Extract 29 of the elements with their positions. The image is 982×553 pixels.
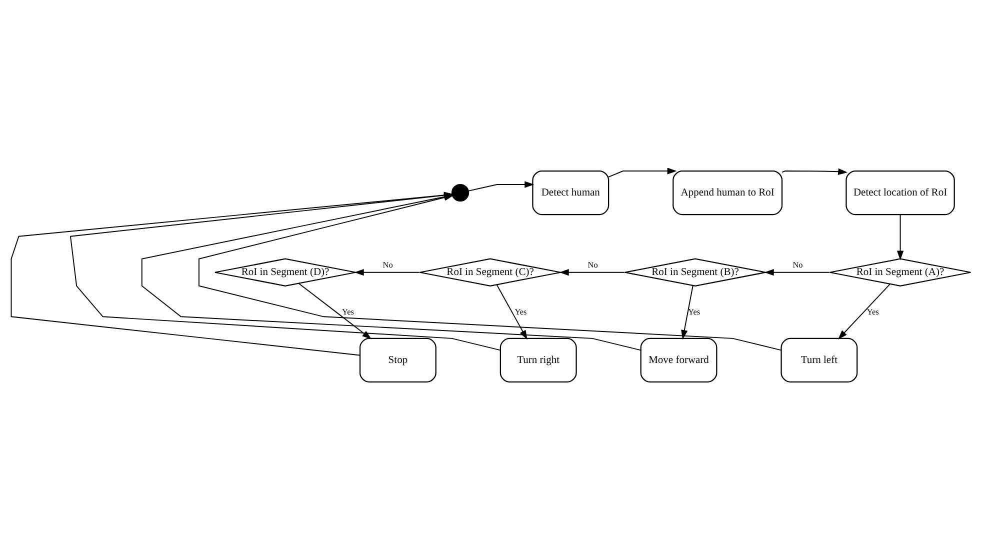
node-box: Stop [359, 338, 436, 383]
edge-label: Yes [342, 307, 354, 316]
arrow [298, 282, 372, 340]
arrow [838, 284, 890, 340]
edge-label: Yes [688, 307, 700, 316]
edge-label: Yes [866, 307, 879, 316]
node-diamond: RoI in Segment (D)? [214, 258, 356, 286]
edge-label: No [792, 260, 803, 270]
node-circle [451, 184, 470, 202]
edge-label: No [588, 260, 598, 270]
node-box: Turn right [500, 338, 577, 383]
edge-label: No [382, 260, 393, 270]
node-box: Append human to RoI [672, 170, 783, 216]
arrow [468, 181, 534, 192]
arrow [782, 168, 848, 175]
node-box: Turn left [780, 338, 858, 383]
arrow [354, 269, 420, 276]
arrow [608, 168, 677, 178]
node-diamond: RoI in Segment (C)? [419, 258, 562, 286]
arrow [681, 285, 694, 340]
arrow [896, 214, 904, 260]
arrow [764, 269, 830, 276]
node-diamond: RoI in Segment (B)? [624, 258, 766, 286]
edge-label: Yes [514, 307, 527, 316]
arrow [559, 269, 626, 276]
node-box: Detect location of RoI [846, 170, 955, 216]
node-diamond: RoI in Segment (A)? [829, 258, 972, 286]
node-box: Detect human [532, 170, 610, 216]
node-box: Move forward [640, 338, 718, 383]
